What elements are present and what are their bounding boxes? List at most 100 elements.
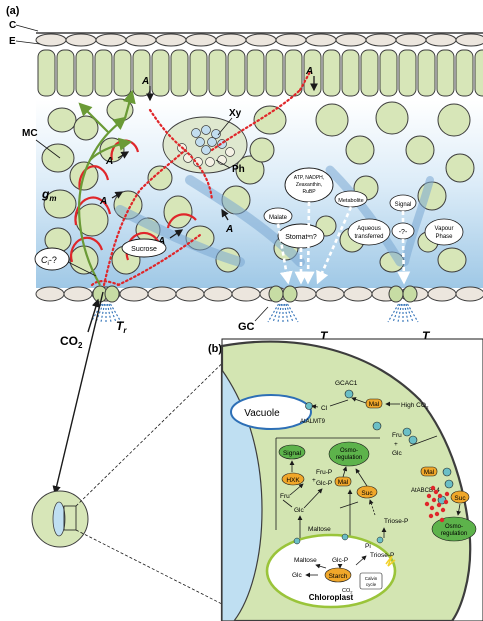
unknown-label: -?-	[399, 229, 408, 236]
epidermal-cell	[425, 33, 457, 47]
osmoregulation-node-center	[328, 441, 370, 467]
stoma-overview	[31, 340, 246, 605]
epidermal-cell	[203, 286, 233, 302]
energy-line: ATP, NADPH,	[294, 175, 324, 181]
sucrose-dot	[430, 485, 436, 491]
osmo-right-line: Osmo-	[445, 524, 463, 530]
aqueous-line: Aqueous	[357, 226, 381, 232]
palisade-cell	[170, 49, 189, 97]
transpiration-label: Tr	[116, 319, 127, 335]
guard-cell	[402, 285, 418, 303]
signal-node	[278, 444, 306, 460]
palisade-cell	[417, 49, 436, 97]
zoom-out-arrow	[52, 291, 104, 495]
epidermal-cell	[63, 286, 93, 302]
signal-arrows	[276, 201, 411, 285]
spongy-cell	[147, 165, 173, 191]
chloroplast-co2-label: CO2	[342, 588, 353, 595]
spongy-cell	[249, 137, 275, 163]
panel-a: (a)	[6, 5, 483, 495]
water-flow-arrows	[115, 165, 434, 267]
starch-label: Starch	[329, 573, 348, 580]
palisade-cell	[132, 49, 151, 97]
spray-line	[100, 303, 106, 323]
vapour-bubble	[424, 218, 464, 246]
membrane-channel	[402, 427, 412, 437]
palisade-layer	[37, 49, 483, 97]
spray-line	[403, 303, 409, 323]
sucrose-dot	[428, 513, 434, 519]
assimilation-label: A	[225, 224, 233, 235]
palisade-cell	[189, 49, 208, 97]
spray-line	[283, 303, 289, 323]
spray-line	[287, 303, 299, 323]
epidermal-cell	[395, 33, 427, 47]
membrane-channel	[442, 467, 452, 477]
epidermal-cell	[155, 33, 187, 47]
epidermis-label: E	[9, 36, 16, 47]
co2-diffusion-path	[90, 70, 312, 287]
membrane-channel	[444, 479, 454, 489]
panel-a-label: (a)	[6, 5, 20, 17]
palisade-cell	[360, 49, 379, 97]
sucrose-dot	[443, 499, 449, 505]
vapour-line: Phase	[435, 234, 453, 240]
sucrose-dot	[439, 517, 445, 523]
xylem-cell	[211, 129, 221, 139]
epidermal-cell	[119, 286, 149, 302]
osmo-right-line: regulation	[441, 531, 467, 537]
assimilation-label: A	[141, 76, 149, 87]
spray-line	[106, 303, 112, 323]
stoma-pore	[52, 501, 66, 537]
panel-b-label: (b)	[208, 343, 222, 355]
guard-cell	[104, 285, 120, 303]
spongy-cell	[445, 153, 475, 183]
epidermal-cell	[427, 286, 457, 302]
spray-line	[405, 303, 414, 323]
palisade-cell	[474, 49, 483, 97]
fru-label: Fru	[280, 493, 290, 500]
plus-label: +	[312, 477, 316, 484]
assimilation-label: A	[99, 196, 107, 207]
mesophyll-conductance-arrows	[78, 89, 136, 286]
chloroplast-label: Chloroplast	[309, 593, 354, 602]
hxk-label: HXK	[286, 477, 300, 484]
sucrose-dot	[426, 493, 432, 499]
sucrose-dot	[434, 511, 440, 517]
lower-epidermis	[35, 285, 483, 303]
spongy-cell	[437, 247, 467, 273]
palisade-cell	[37, 49, 56, 97]
spongy-cell	[375, 101, 409, 135]
calvin-line: Calvin	[365, 576, 378, 581]
cl-label: Cl	[321, 405, 328, 412]
xylem-label: Xy	[229, 108, 242, 119]
fru-glc-line: +	[394, 441, 398, 448]
palisade-cell	[94, 49, 113, 97]
spray-line	[285, 303, 294, 323]
epidermal-cell	[305, 33, 337, 47]
spongy-cell	[345, 135, 375, 165]
aqueous-line: transferred	[354, 234, 383, 240]
guard-cell	[282, 285, 298, 303]
cuticle-label: C	[9, 20, 16, 31]
gcac1-channel	[344, 389, 354, 399]
palisade-cell	[151, 49, 170, 97]
signal-label: Signal	[395, 202, 412, 208]
gcac1-label: GCAC1	[335, 380, 358, 387]
epidermal-cell	[35, 286, 65, 302]
spongy-cell	[43, 189, 77, 219]
spray-line	[397, 303, 403, 323]
vapour-line: Vapour	[435, 226, 454, 232]
sucrose-dot	[431, 497, 437, 503]
epidermal-cell	[455, 33, 483, 47]
xylem-cell	[201, 125, 211, 135]
ci-label: Ci-?	[41, 255, 57, 267]
vascular-bundle	[162, 116, 248, 174]
spray-line	[110, 303, 122, 323]
panel-b: (b) Vacuole Cl AtALMT9 GCAC1 Mal High CO…	[208, 338, 483, 621]
malate-label: Malate	[269, 215, 288, 221]
sucrose-dot	[440, 507, 446, 513]
palisade-cell	[265, 49, 284, 97]
palisade-cell	[208, 49, 227, 97]
palisade-cell	[284, 49, 303, 97]
